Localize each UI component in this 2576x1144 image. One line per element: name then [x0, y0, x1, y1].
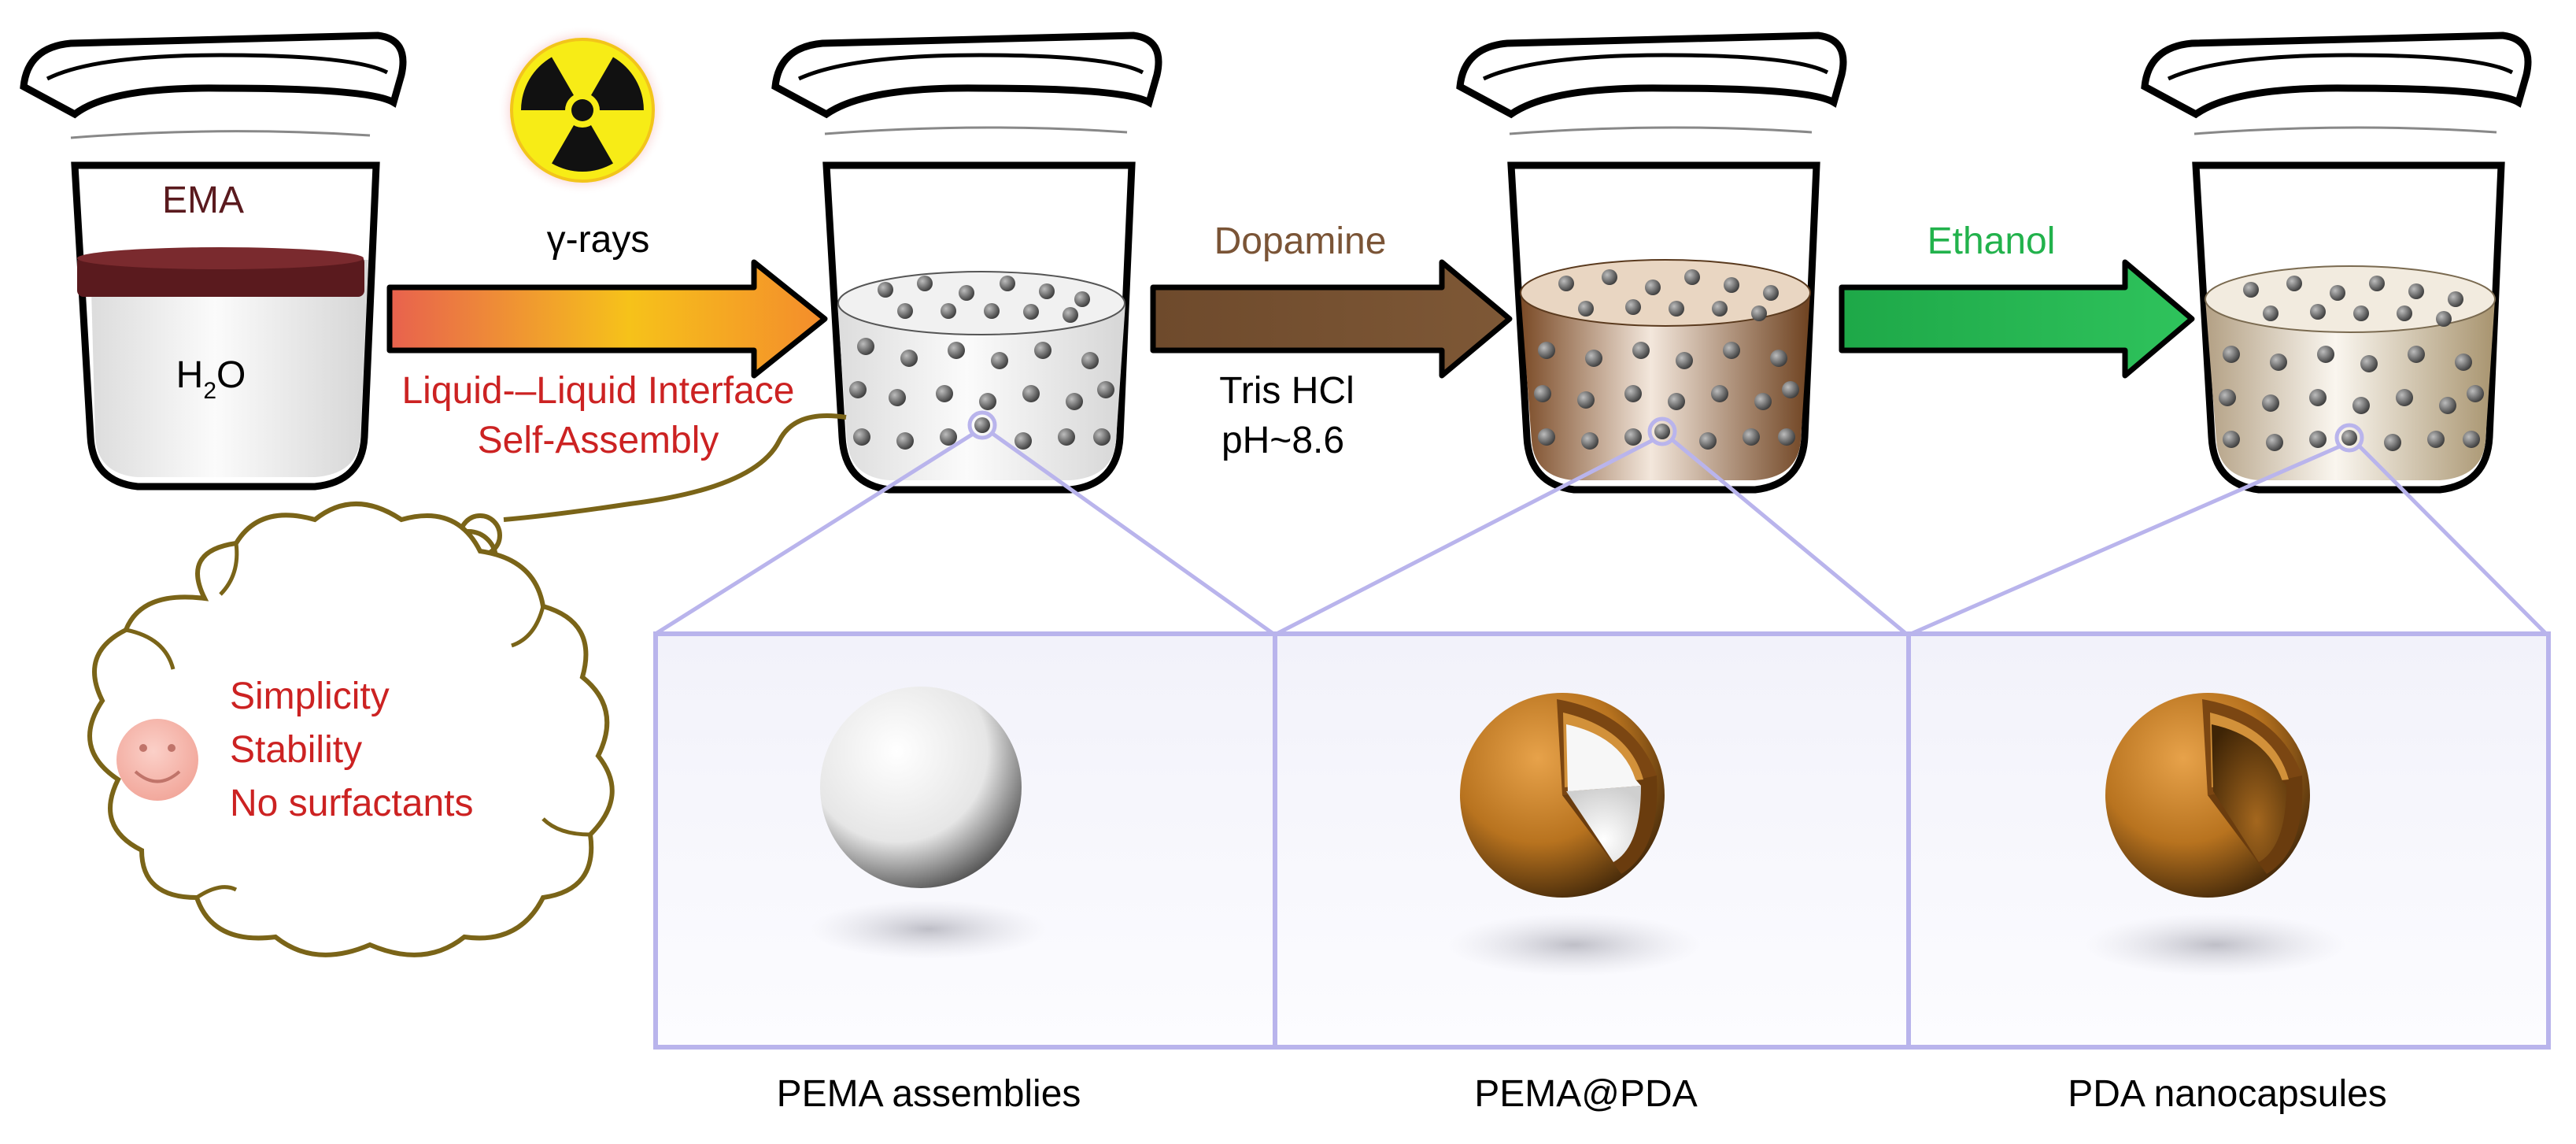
gamma-rays-label: γ-rays [547, 219, 650, 261]
beaker-pda-nanocapsules [2141, 31, 2532, 494]
dopamine-label: Dopamine [1214, 220, 1387, 262]
smiley-face-icon [116, 719, 198, 801]
ema-label: EMA [162, 180, 244, 221]
dopamine-arrow [1150, 259, 1513, 379]
beaker-pema-assemblies [771, 31, 1162, 494]
cloud-item-simplicity: Simplicity [230, 676, 390, 717]
cloud-item-no-surfactants: No surfactants [230, 783, 473, 824]
ph-caption: pH~8.6 [1221, 420, 1344, 461]
pema-sphere [820, 687, 1022, 888]
pema-pda-caption: PEMA@PDA [1474, 1073, 1697, 1115]
pema-assemblies-caption: PEMA assemblies [777, 1073, 1081, 1115]
water-label: H2O [176, 354, 246, 404]
radiation-icon [497, 25, 667, 195]
gamma-ray-arrow [386, 259, 828, 379]
beaker-ema-water [20, 31, 407, 491]
cloud-item-stability: Stability [230, 729, 362, 771]
beaker-pema-pda [1456, 31, 1847, 494]
tris-hcl-caption: Tris HCl [1219, 370, 1355, 412]
panel-pda-nanocapsules [1906, 631, 2551, 1050]
panel-pema-assemblies [653, 631, 1277, 1050]
ethanol-arrow [1839, 259, 2195, 379]
self-assembly-caption-line2: Self-Assembly [478, 420, 719, 461]
thought-cloud [87, 502, 615, 957]
pda-nanocapsules-caption: PDA nanocapsules [2068, 1073, 2387, 1115]
self-assembly-caption-line1: Liquid-–Liquid Interface [401, 370, 794, 412]
ethanol-label: Ethanol [1927, 220, 2056, 262]
panel-pema-pda [1273, 631, 1911, 1050]
zoom-connectors [654, 431, 2548, 636]
